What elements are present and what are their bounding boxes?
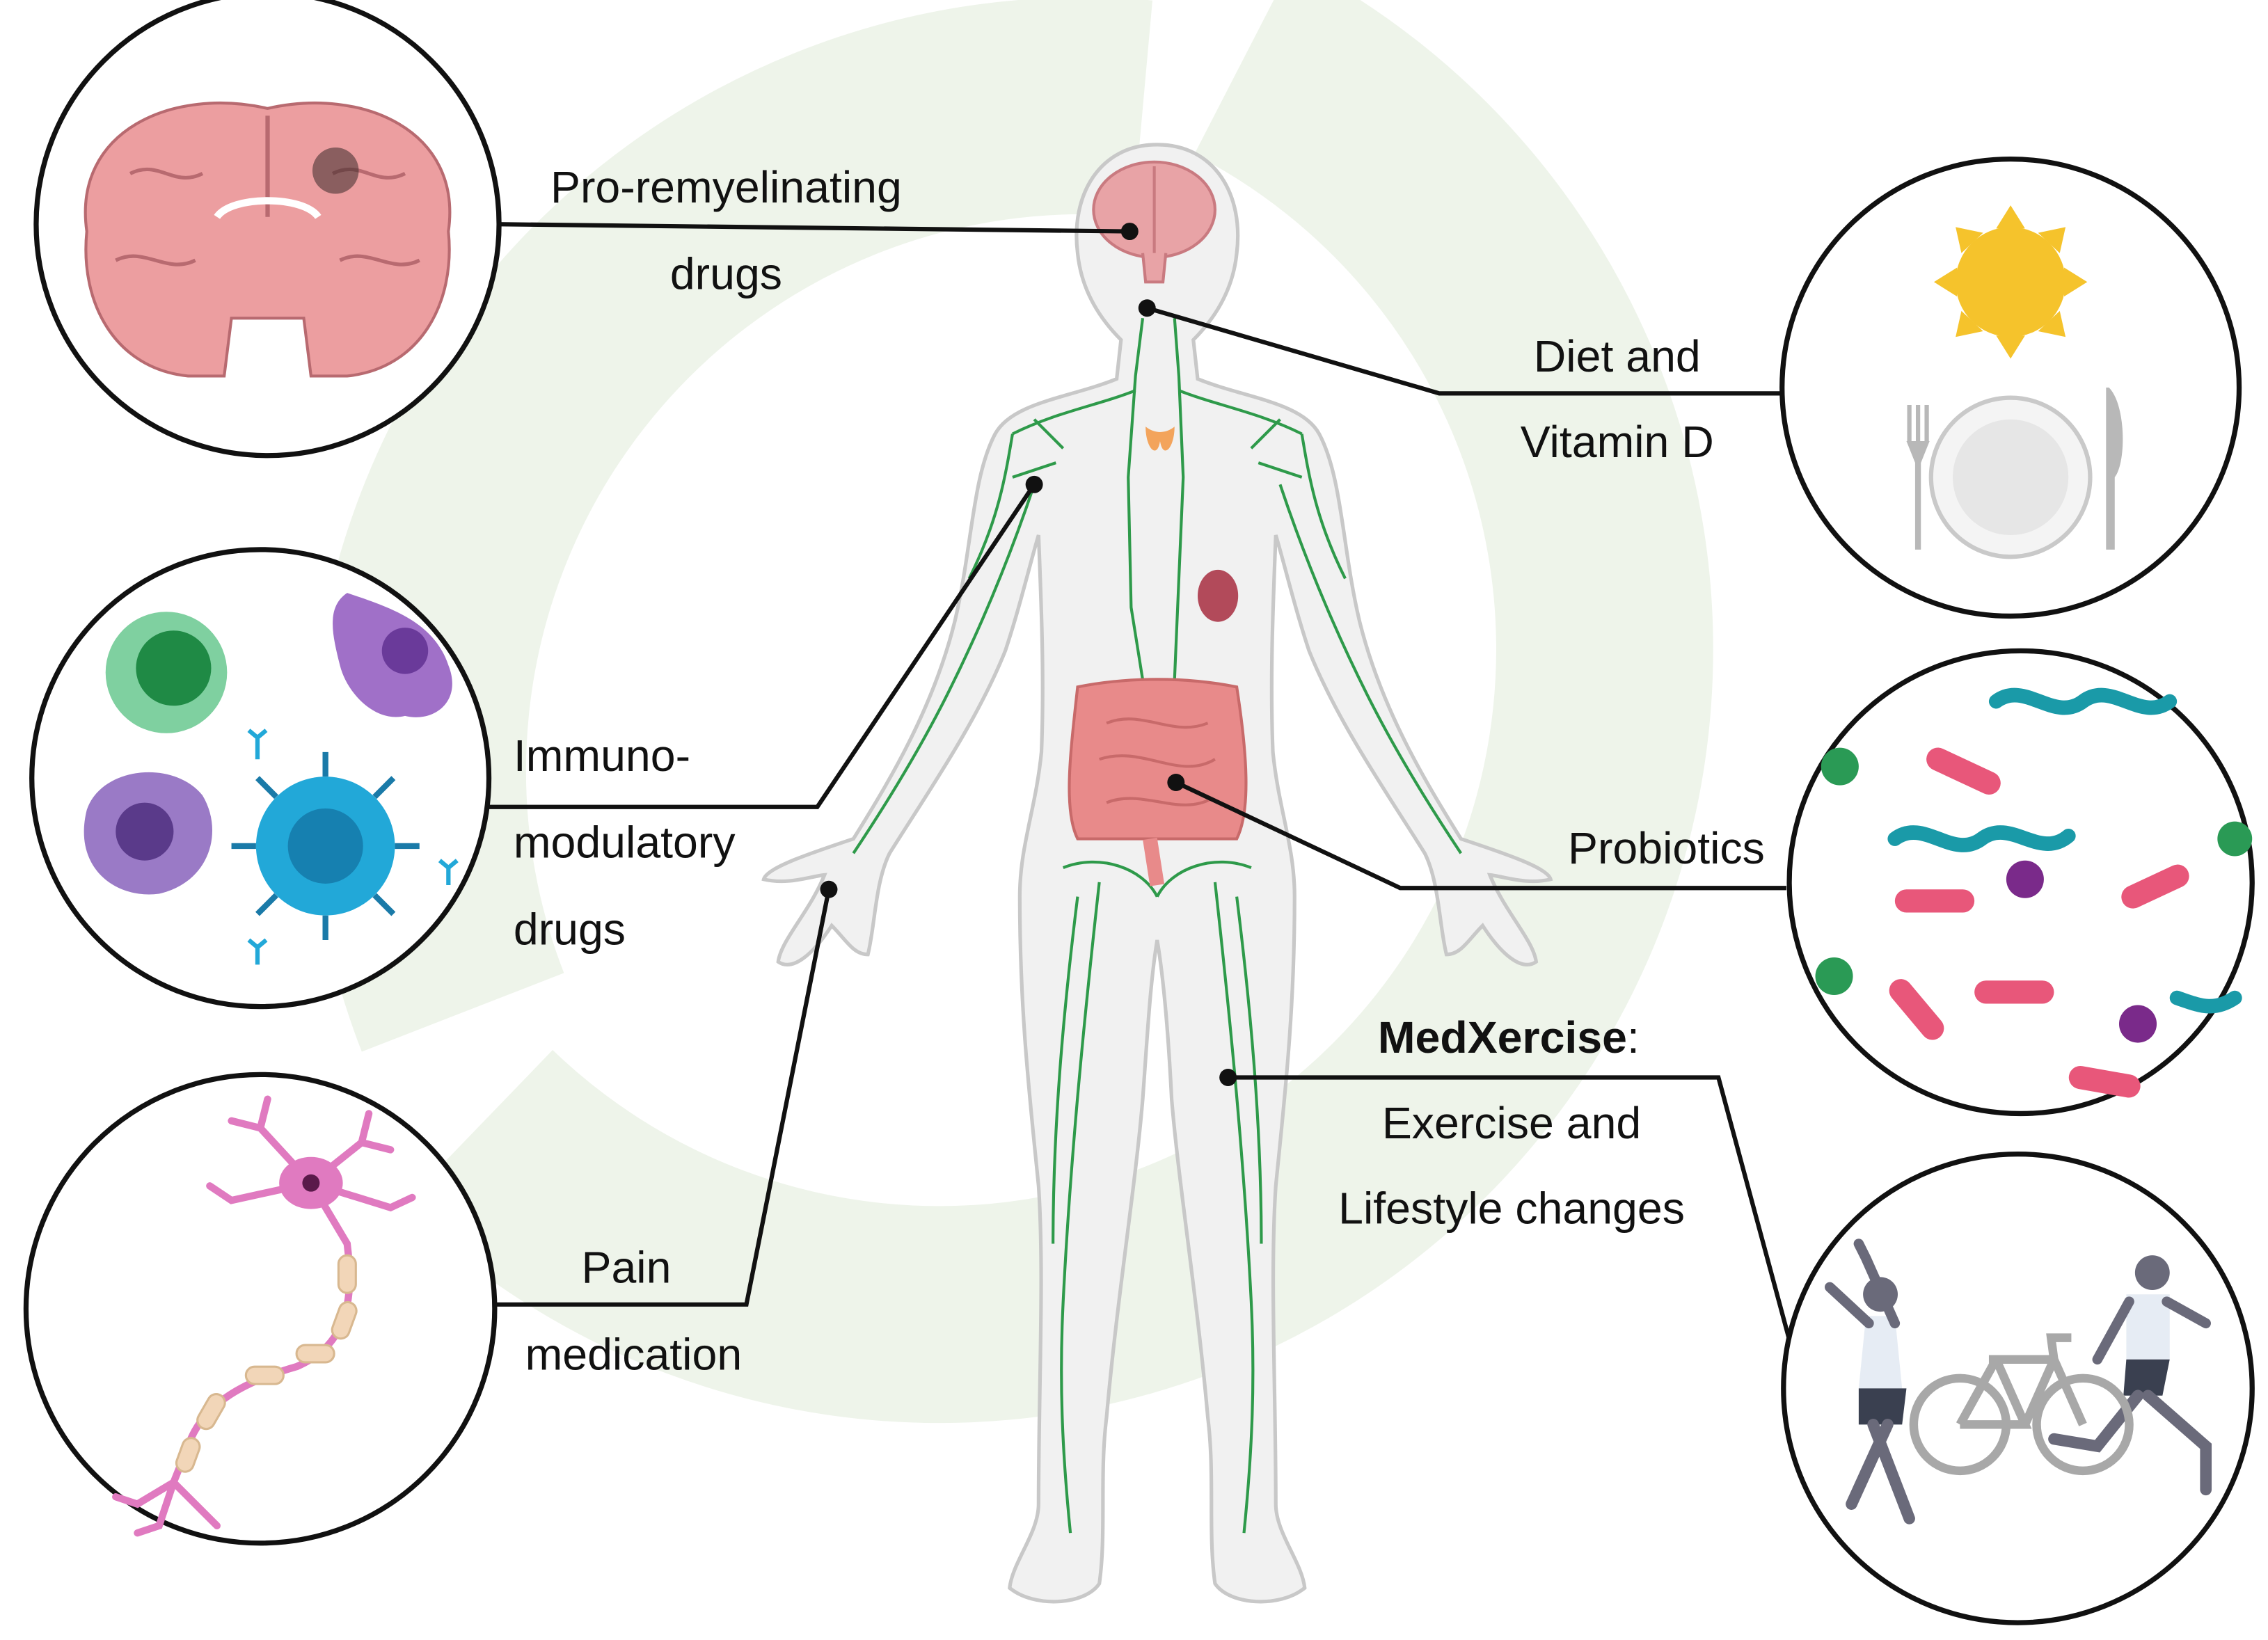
diet-circle	[1779, 156, 2242, 619]
bicycle-icon	[1909, 1333, 2134, 1476]
connector-lines	[489, 222, 1793, 1346]
plate-icon	[1928, 395, 2093, 559]
neuron-circle	[23, 1072, 498, 1546]
immune-cells-icon	[84, 593, 459, 965]
label-remyelinating-line2: drugs	[670, 249, 782, 299]
label-pain-line2: medication	[525, 1329, 743, 1379]
label-diet-line2: Vitamin D	[1521, 417, 1714, 467]
label-probiotics: Probiotics	[1568, 823, 1765, 873]
exercise-circle	[1781, 1152, 2255, 1625]
label-remyelinating-line1: Pro-remyelinating	[550, 162, 902, 212]
thyroid-organ	[1145, 427, 1175, 451]
exercise-icon	[1825, 1239, 2212, 1524]
intestine-organ	[1068, 678, 1248, 886]
brain-icon	[84, 102, 452, 378]
label-immuno-line3: drugs	[514, 904, 626, 954]
label-exercise-line1: Exercise and	[1382, 1098, 1641, 1148]
label-immuno-line1: Immuno-	[514, 731, 690, 781]
knife-icon	[2106, 388, 2123, 550]
label-pain-line1: Pain	[582, 1243, 672, 1293]
label-medxercise-bold: MedXercise	[1378, 1012, 1627, 1062]
bacteria-icon	[1815, 687, 2253, 1098]
sun-icon	[1933, 205, 2088, 359]
label-medxercise-colon: :	[1627, 1012, 1640, 1062]
label-diet-line1: Diet and	[1534, 331, 1701, 381]
brain-circle	[33, 0, 502, 459]
labels: Pro-remyelinating drugs Diet and Vitamin…	[514, 162, 1765, 1379]
immune-circle	[29, 547, 492, 1010]
label-immuno-line2: modulatory	[514, 818, 736, 868]
fork-icon	[1906, 404, 1930, 550]
label-exercise-line2: Lifestyle changes	[1338, 1183, 1685, 1233]
label-medxercise: MedXercise:	[1378, 1012, 1640, 1062]
lymphatic-system	[852, 318, 1463, 1534]
probiotics-circle	[1786, 648, 2255, 1117]
spleen-organ	[1197, 569, 1239, 622]
